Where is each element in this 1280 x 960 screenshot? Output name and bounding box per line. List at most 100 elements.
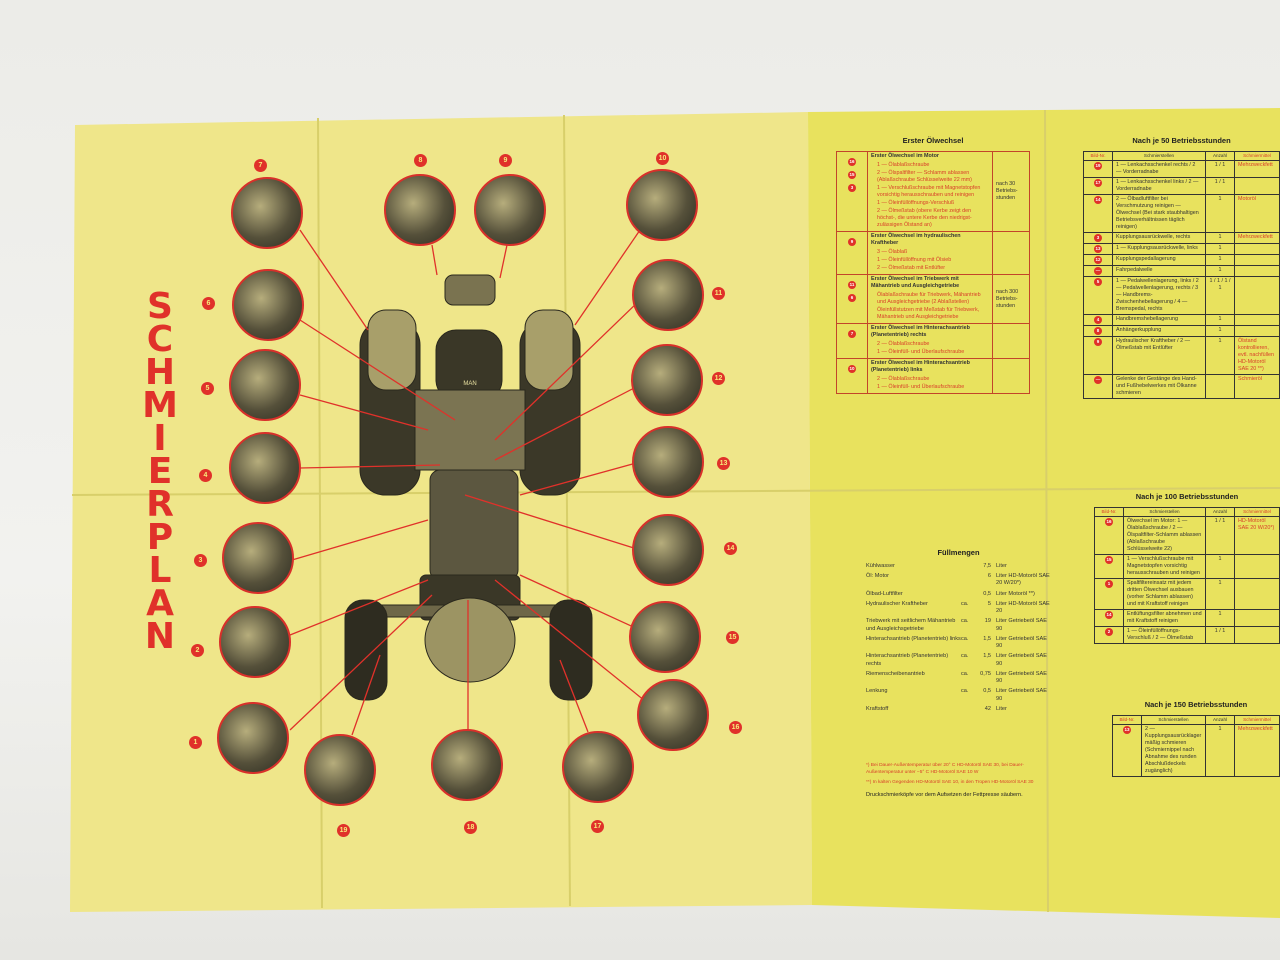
schmiermittel-cell: [1234, 625, 1280, 644]
section-header: Erster Ölwechsel im Triebwerk mit Mähant…: [871, 275, 960, 289]
note-cell: [992, 358, 1030, 395]
anzahl-cell: 1: [1205, 723, 1235, 777]
callout-arrows: [289, 229, 651, 736]
bild-nr-cell: 16: [1094, 515, 1124, 555]
callout-number: 9: [499, 154, 512, 167]
bild-nr-cell: 13: [1083, 242, 1113, 255]
bild-nr-cell: 2: [1094, 625, 1124, 644]
ref-badge: —: [1094, 376, 1102, 385]
title-letter: A: [146, 583, 174, 624]
schmierstellen-cell: Ölwechsel im Motor: 1 — Ölablaßschraube …: [1123, 515, 1206, 555]
detail-photo-circle-14: [632, 514, 704, 586]
schmiermittel-cell: HD-Motoröl SAE 20 W/20*): [1234, 515, 1280, 555]
schmierstellen-cell: Spaltfiltereinsatz mit jedem dritten Ölw…: [1123, 577, 1206, 610]
section-item: 3 — Ölablaß: [877, 248, 908, 255]
detail-photo-circle-2: [219, 606, 291, 678]
bild-nr-cell: 3: [1083, 231, 1113, 244]
ref-badge: 6: [848, 294, 856, 302]
schmierstellen-cell: 1 — Lenkachsschenkel links / 2 — Vorderr…: [1112, 176, 1206, 195]
anzahl-cell: [1205, 374, 1235, 400]
fuellmengen-unit: Liter: [996, 706, 1007, 712]
title-letter: N: [144, 616, 176, 657]
column-header: Schmierstellen: [1123, 506, 1206, 517]
anzahl-cell: 1: [1205, 325, 1235, 338]
ref-wrap: 9: [840, 237, 864, 246]
bild-nr-cell: 12: [1083, 253, 1113, 266]
fuellmengen-ca: ca.: [961, 635, 969, 642]
column-header: Schmiermittel: [1234, 150, 1280, 161]
column-header: Bild-Nr.: [1083, 150, 1113, 161]
section-header: Erster Ölwechsel im Hinterachsantrieb (P…: [871, 360, 970, 374]
h150-title: Nach je 150 Betriebsstunden: [1144, 700, 1248, 709]
bild-nr-cell: 14: [1094, 608, 1124, 627]
tractor-illustration: MAN: [344, 274, 593, 701]
callout-number: 12: [712, 372, 725, 385]
callout-number: 5: [201, 382, 214, 395]
column-header: Anzahl: [1205, 150, 1235, 161]
detail-photo-circle-7: [231, 177, 303, 249]
column-header: Bild-Nr.: [1094, 506, 1124, 517]
tractor-badge: MAN: [463, 381, 476, 387]
title-letter: M: [142, 385, 178, 426]
section-header: Erster Ölwechsel im Motor: [871, 152, 940, 159]
h100-title: Nach je 100 Betriebsstunden: [1135, 492, 1239, 501]
ref-badge: 19: [1094, 161, 1102, 170]
schmierstellen-cell: Handbremshebellagerung: [1112, 313, 1206, 327]
column-header: Anzahl: [1205, 506, 1235, 517]
ref-badge: —: [1094, 266, 1102, 275]
title-letter: P: [146, 517, 174, 558]
bild-nr-cell: 1: [1094, 577, 1124, 610]
section-item: 1 — Öleinfüll- und Überlaufschraube: [877, 349, 965, 356]
detail-photo-circle-10: [626, 169, 698, 241]
h50-panel: Nach je 50 Betriebsstunden Bild-Nr.Schmi…: [1083, 136, 1280, 400]
fuellmengen-ca: [961, 591, 975, 598]
section-item: Ölablaßschraube für Triebwerk, Mähantrie…: [877, 292, 981, 306]
ref-badge: 15: [848, 170, 856, 179]
title-letter: L: [148, 550, 172, 591]
fuellmengen-label: Lenkung: [866, 688, 888, 695]
schmiermittel-cell: Mehrzweckfett: [1234, 159, 1280, 178]
ref-badge: 17: [1094, 178, 1102, 187]
ref-wrap: 7: [840, 330, 864, 339]
detail-photo-circle-12: [631, 344, 703, 416]
detail-photo-circle-11: [632, 259, 704, 331]
schmiermittel-cell: [1234, 253, 1280, 266]
anzahl-cell: 1: [1205, 242, 1235, 255]
fuellmengen-ca: [961, 563, 975, 570]
fuellmengen-qty: 6: [987, 573, 991, 580]
schmiermittel-cell: Ölstand kontrollieren, evtl. nachfüllen …: [1234, 336, 1280, 376]
bild-nr-cell: 13: [1112, 723, 1142, 777]
schmierstellen-cell: 2 — Kupplungsausrücklager mäßig schmiere…: [1141, 723, 1206, 777]
callout-number: 11: [712, 287, 725, 300]
anzahl-cell: 1: [1205, 553, 1235, 579]
fuellmengen-row: Triebwerk mit seitlichem Mähantrieb und …: [866, 618, 1051, 633]
ref-badge: 1: [1105, 579, 1113, 588]
ref-badge: 5: [1094, 277, 1102, 286]
note-cell: nach 30 Betriebs-stunden: [992, 150, 1030, 232]
schmierstellen-cell: 1 — Verschlußschraube mit Magnetstopfen …: [1123, 553, 1206, 579]
detail-photo-circle-4: [229, 432, 301, 504]
callout-number: 14: [724, 542, 737, 555]
title-letter: C: [146, 319, 174, 360]
fuellmengen-qty: 0,75: [980, 670, 991, 677]
fuellmengen-qty: 42: [984, 706, 991, 712]
anzahl-cell: 1: [1205, 577, 1235, 610]
fuellmengen-ca: ca.: [961, 670, 969, 677]
schmierstellen-cell: Hydraulischer Kraftheber / 2 — Ölmeßstab…: [1112, 336, 1206, 376]
closing-note: Druckschmierköpfe vor dem Aufsetzen der …: [866, 791, 1023, 798]
section-header: Erster Ölwechsel im Hinterachsantrieb (P…: [871, 325, 970, 339]
bild-nr-cell: —: [1083, 264, 1113, 277]
fuellmengen-label: Riemenscheibenantrieb: [866, 670, 925, 677]
ref-wrap: 16: [840, 157, 864, 166]
ref-badge: 11: [848, 280, 856, 289]
section-item: Öleinfüllstutzen mit Meßstab für Triebwe…: [877, 307, 980, 321]
